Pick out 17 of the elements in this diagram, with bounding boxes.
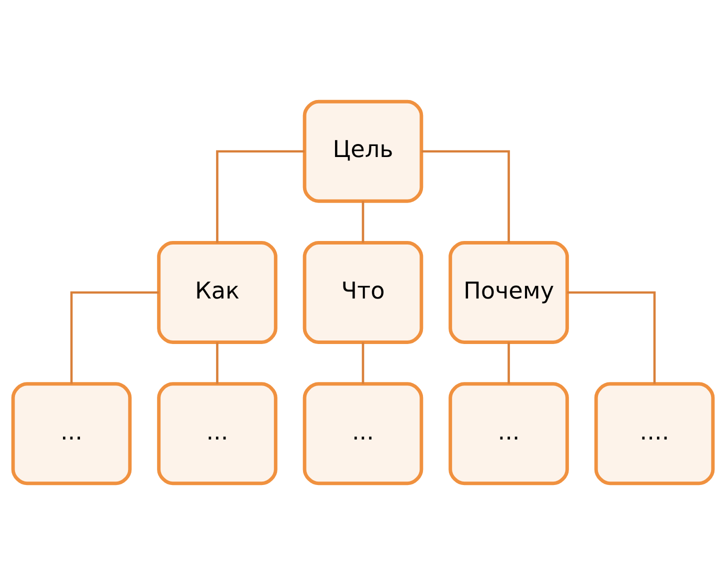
node-box: ... xyxy=(11,382,132,485)
connector xyxy=(216,342,218,384)
connector xyxy=(508,342,510,384)
node-box: Почему xyxy=(448,240,569,344)
node-box: ... xyxy=(157,382,278,485)
connector xyxy=(362,200,364,242)
node-box: ... xyxy=(448,382,569,485)
connector xyxy=(421,150,510,242)
node-box: Как xyxy=(157,240,278,344)
connector xyxy=(70,290,159,384)
connector xyxy=(362,342,364,384)
connector xyxy=(216,150,305,242)
node-box: Что xyxy=(302,240,424,344)
node-box: Цель xyxy=(302,99,424,202)
node-box: .... xyxy=(594,382,715,485)
node-box: ... xyxy=(302,382,424,485)
connector xyxy=(567,290,656,384)
